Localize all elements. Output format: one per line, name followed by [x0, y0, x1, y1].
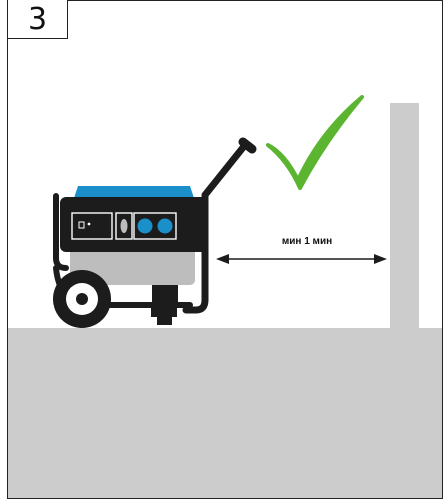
step-number: 3 — [28, 5, 47, 35]
distance-arrow — [216, 254, 387, 264]
generator-icon — [53, 142, 252, 328]
checkmark-icon — [268, 97, 362, 188]
ground — [8, 328, 442, 498]
wall — [390, 103, 419, 329]
distance-label: мин 1 мин — [282, 236, 332, 247]
step-number-badge: 3 — [7, 0, 68, 39]
